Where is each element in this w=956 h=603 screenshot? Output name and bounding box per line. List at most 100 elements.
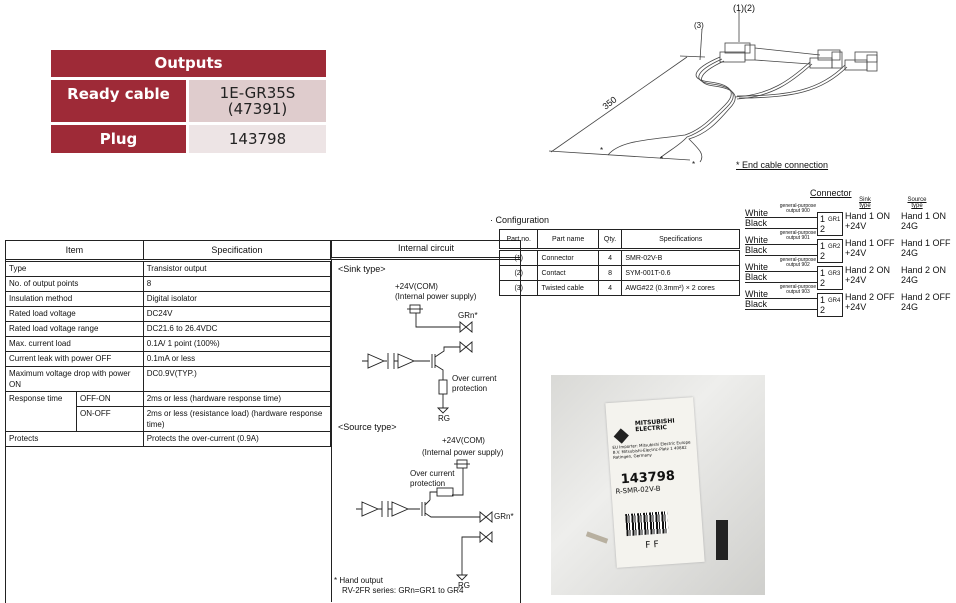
spec-cell: 0.1A/ 1 point (100%) xyxy=(142,336,332,352)
pin-2: 2 xyxy=(820,305,826,315)
sink-signal: Hand 1 ON xyxy=(845,211,891,221)
item-cell: Protects xyxy=(5,431,144,447)
source-type-title: <Source type> xyxy=(338,422,397,432)
header-part-name: Part name xyxy=(537,229,599,251)
ready-cable-label: Ready cable xyxy=(51,80,186,122)
ready-cable-number: (47391) xyxy=(227,100,288,118)
contact-part xyxy=(585,531,609,544)
specification: AWG#22 (0.3mm²) × 2 cores xyxy=(621,280,740,296)
barcode xyxy=(625,511,669,537)
qty: 4 xyxy=(597,280,623,296)
sink-rg-label: RG xyxy=(438,414,450,423)
item-cell: No. of output points xyxy=(5,276,144,292)
wire-black-label: Black xyxy=(745,244,817,256)
item-cell: Insulation method xyxy=(5,291,144,307)
part-name: Twisted cable xyxy=(537,280,599,296)
qty: 4 xyxy=(597,249,623,266)
connector-box: 1 2 GR1 xyxy=(817,212,843,236)
source-grn-label: GRn* xyxy=(494,512,514,521)
header-internal-circuit: Internal circuit xyxy=(331,240,520,260)
connector-row: White Black general-purpose output 903 1… xyxy=(745,285,956,317)
configuration-title: · Configuration xyxy=(490,215,550,225)
gr-label: GR1 xyxy=(828,217,841,223)
header-specification: Specification xyxy=(142,240,332,262)
pin-1: 1 xyxy=(820,268,826,278)
source-signal: Hand 1 ON xyxy=(901,211,947,221)
cable-illustration xyxy=(548,10,878,163)
part-no: (1) xyxy=(498,249,539,266)
spec-cell: DC0.9V(TYP.) xyxy=(142,366,332,392)
connector-box: 1 2 GR2 xyxy=(817,239,843,263)
gp-output-label: general-purpose output 901 xyxy=(779,230,817,241)
pin-1: 1 xyxy=(820,295,826,305)
spec-cell: 8 xyxy=(142,276,332,292)
outputs-table: Outputs Ready cable 1E-GR35S (47391) Plu… xyxy=(51,50,326,153)
sink-signal: Hand 2 OFF xyxy=(845,292,895,302)
connector-diagram: Connector Sink type Source type White Bl… xyxy=(745,188,956,317)
gp-output-label: general-purpose output 900 xyxy=(779,203,817,214)
source-signal: Hand 2 ON xyxy=(901,265,947,275)
header-specifications: Specifications xyxy=(621,229,740,251)
plug-label: Plug xyxy=(51,125,186,153)
circuit-diagrams xyxy=(356,304,493,581)
item-cell: Rated load voltage xyxy=(5,306,144,322)
source-sub: 24G xyxy=(901,302,919,312)
source-rg-label: RG xyxy=(458,581,470,590)
gp-output-label: general-purpose output 903 xyxy=(779,284,817,295)
end-cable-note: * End cable connection xyxy=(736,160,829,170)
connector-row: White Black general-purpose output 900 1… xyxy=(745,204,956,236)
hand-output-note: * Hand output xyxy=(334,576,383,585)
item-cell: Type xyxy=(5,260,144,277)
cable-drawing: (1)(2) (3) 350 * * * * End cable connect… xyxy=(540,0,900,175)
pin-2: 2 xyxy=(820,224,826,234)
ready-cable-value: 1E-GR35S (47391) xyxy=(189,80,326,122)
item-cell: Maximum voltage drop with power ON xyxy=(5,366,144,392)
sink-signal: Hand 2 ON xyxy=(845,265,891,275)
item-cell: Rated load voltage range xyxy=(5,321,144,337)
connector-part xyxy=(716,520,728,560)
specification: SYM-001T-0.6 xyxy=(621,265,740,281)
sink-type-title: <Sink type> xyxy=(338,264,386,274)
sink-overcurrent-label: Over current xyxy=(452,374,497,383)
spec-cell: Digital isolator xyxy=(142,291,332,307)
source-signal: Hand 1 OFF xyxy=(901,238,951,248)
connector-box: 1 2 GR4 xyxy=(817,293,843,317)
sink-type-heading: Sink type xyxy=(859,197,871,209)
connector-title: Connector xyxy=(810,188,852,198)
sink-sub: +24V xyxy=(845,221,867,231)
package-label: ◆ MITSUBISHI ELECTRIC EU Importer: Mitsu… xyxy=(605,397,705,568)
spec-cell: 0.1mA or less xyxy=(142,351,332,367)
part-no: (2) xyxy=(498,265,539,281)
source-overcurrent-label: Over current xyxy=(410,469,455,478)
gr-label: GR4 xyxy=(828,298,841,304)
sink-sub: +24V xyxy=(845,248,867,258)
asterisk-1: * xyxy=(600,146,604,155)
header-part-no: Part no. xyxy=(498,229,539,251)
spec-cell: DC21.6 to 26.4VDC xyxy=(142,321,332,337)
sink-protection-label: protection xyxy=(452,384,488,393)
pin-1: 1 xyxy=(820,241,826,251)
source-com-label: +24V(COM) xyxy=(442,436,485,445)
package-part: R-SMR-02V-B xyxy=(615,484,661,496)
wire-black-label: Black xyxy=(745,271,817,283)
parts-12-label: (1)(2) xyxy=(733,3,755,13)
source-type-heading: Source type xyxy=(907,197,927,209)
gp-output-label: general-purpose output 902 xyxy=(779,257,817,268)
source-signal: Hand 2 OFF xyxy=(901,292,951,302)
series-note: RV-2FR series: GRn=GR1 to GR4 xyxy=(342,586,464,595)
header-qty: Qty. xyxy=(597,229,623,251)
sink-signal: Hand 1 OFF xyxy=(845,238,895,248)
source-protection-label: protection xyxy=(410,479,446,488)
